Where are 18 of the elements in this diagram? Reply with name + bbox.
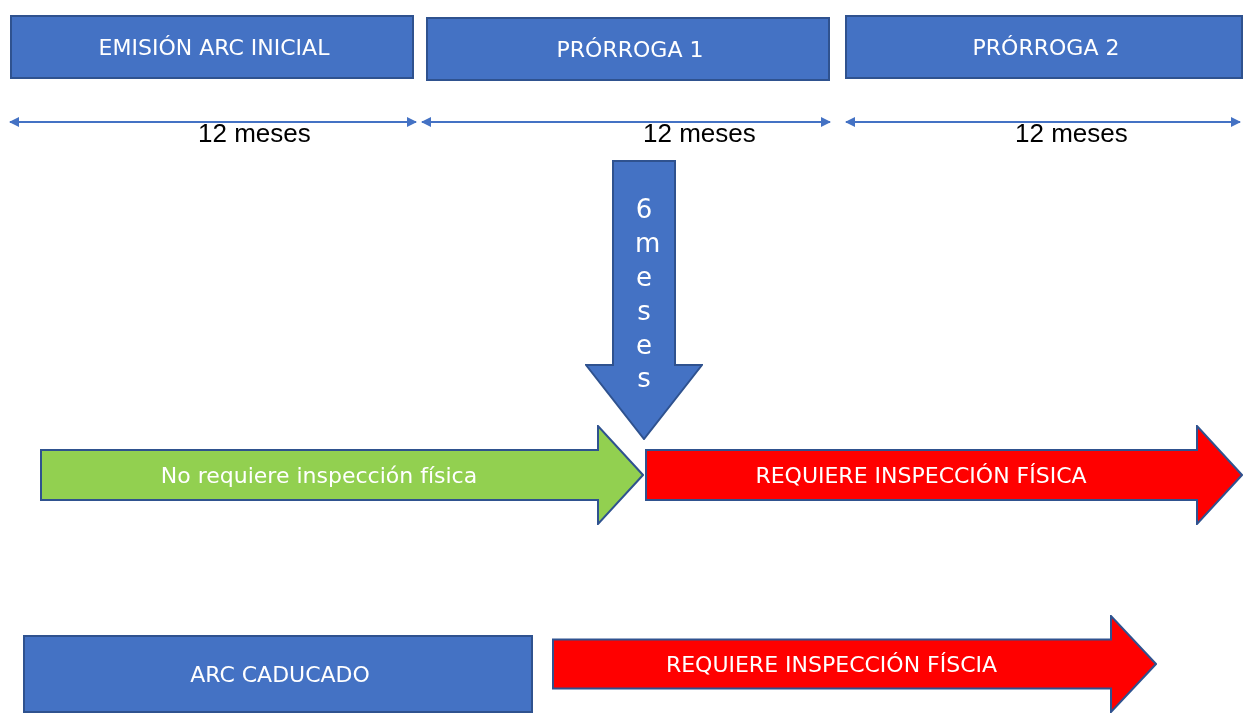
arrow-label: REQUIERE INSPECCIÓN FÍSICA	[755, 462, 1087, 488]
phase-box	[10, 15, 414, 79]
down-block-arrow	[585, 160, 703, 440]
box-label: PRÓRROGA 2	[972, 34, 1120, 60]
box-label: ARC CADUCADO	[190, 661, 370, 687]
right-block-arrow	[552, 615, 1157, 713]
duration-label: 12 meses	[643, 118, 756, 149]
phase-box	[845, 15, 1243, 79]
box-label: PRÓRROGA 1	[556, 36, 704, 62]
phase-box	[426, 17, 830, 81]
arrow-label: No requiere inspección física	[160, 462, 478, 488]
status-box	[23, 635, 533, 713]
arrow-label: REQUIERE INSPECCIÓN FÍSCIA	[665, 651, 998, 677]
right-block-arrow	[40, 425, 644, 525]
duration-label: 12 meses	[1015, 118, 1128, 149]
duration-label: 12 meses	[198, 118, 311, 149]
box-label: EMISIÓN ARC INICIAL	[98, 34, 330, 60]
right-block-arrow	[645, 425, 1243, 525]
